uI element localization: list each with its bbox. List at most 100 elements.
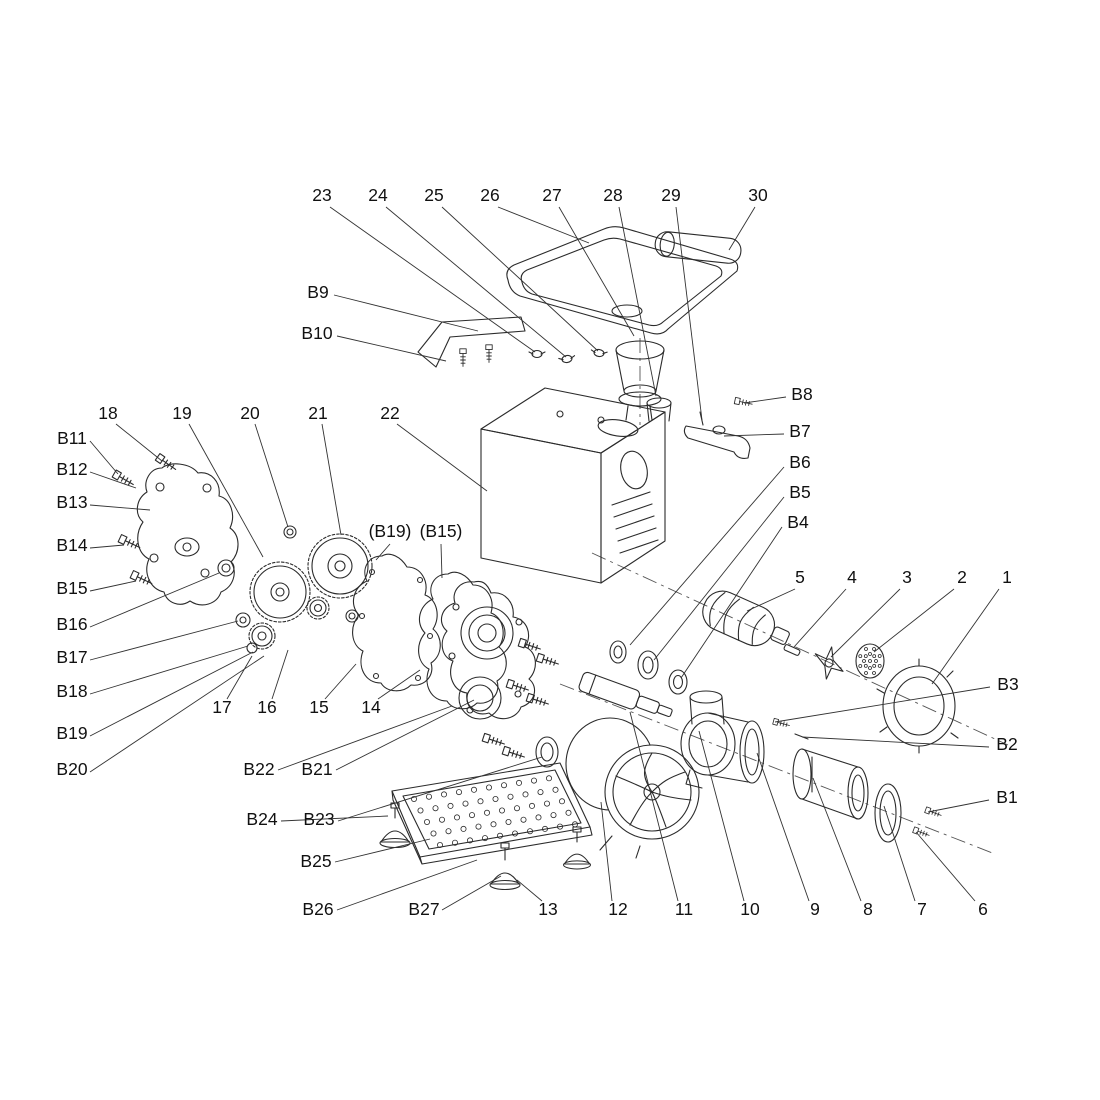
leader-line-B19 (89, 651, 254, 737)
food-pusher (654, 231, 742, 264)
part-label-19: 19 (172, 403, 191, 423)
leader-line-B22 (277, 705, 453, 771)
auger-worm (702, 590, 790, 647)
leader-line-22 (396, 423, 488, 492)
leader-line-10 (698, 730, 745, 902)
leader-line-12 (600, 801, 613, 902)
ring-nut (876, 658, 959, 754)
part-label-B25: B25 (300, 851, 331, 871)
part-label-B8: B8 (791, 384, 812, 404)
part-label-B21: B21 (301, 759, 332, 779)
part-label-27: 27 (542, 185, 561, 205)
part-label-B14: B14 (56, 535, 87, 555)
leader-line-B25 (334, 838, 431, 863)
part-label-B16: B16 (56, 614, 87, 634)
part-label-28: 28 (603, 185, 622, 205)
part-label-23: 23 (312, 185, 331, 205)
leader-line-4 (793, 588, 847, 648)
part-label-B23: B23 (303, 809, 334, 829)
leader-line-B1 (927, 799, 990, 813)
leader-line-28 (618, 206, 657, 397)
part-label-B6: B6 (789, 452, 810, 472)
feed-pan (506, 226, 739, 335)
part-label-B15: (B15) (420, 521, 463, 541)
part-label-24: 24 (368, 185, 388, 205)
part-label-B9: B9 (307, 282, 328, 302)
leader-line-B18 (89, 645, 249, 695)
part-label-6: 6 (978, 899, 988, 919)
part-label-21: 21 (308, 403, 327, 423)
part-label-10: 10 (740, 899, 760, 919)
leader-line-B15 (440, 543, 443, 579)
leader-line-B17 (89, 620, 239, 661)
leader-line-3 (830, 588, 901, 658)
leader-line-17 (226, 655, 253, 700)
foot-bolts (390, 802, 582, 861)
leader-line-B7 (723, 433, 785, 437)
leader-line-B14 (89, 544, 125, 549)
grinder-head (680, 690, 765, 789)
gear-train (217, 525, 373, 654)
part-label-B15: B15 (56, 578, 87, 598)
leader-line-B21 (335, 699, 475, 771)
cover-screw (111, 469, 136, 489)
suction-foot (489, 872, 521, 891)
plate-holes (858, 647, 882, 675)
leader-line-2 (873, 588, 955, 653)
locking-ring (874, 783, 902, 843)
part-label-3: 3 (902, 567, 912, 587)
pin-b2 (794, 733, 809, 740)
gasket-b19 (352, 553, 441, 692)
part-label-9: 9 (810, 899, 820, 919)
part-label-B4: B4 (787, 512, 809, 532)
feed-throat (646, 397, 672, 422)
part-label-B10: B10 (301, 323, 332, 343)
part-label-20: 20 (240, 403, 260, 423)
part-label-B26: B26 (302, 899, 333, 919)
leader-line-26 (497, 206, 590, 244)
part-label-15: 15 (309, 697, 328, 717)
part-label-B7: B7 (789, 421, 810, 441)
drip-tray (391, 762, 593, 865)
leader-line-B11 (89, 440, 119, 475)
leader-line-B13 (89, 504, 151, 511)
leader-line-29 (675, 206, 703, 421)
motor (565, 717, 700, 859)
bearing (535, 736, 559, 768)
leader-line-24 (385, 206, 567, 358)
part-label-B11: B11 (57, 428, 87, 448)
feed-funnel (615, 340, 665, 421)
part-label-14: 14 (361, 697, 381, 717)
part-label-17: 17 (212, 697, 231, 717)
part-label-B18: B18 (56, 681, 87, 701)
wing-nut (557, 353, 577, 365)
part-label-26: 26 (480, 185, 499, 205)
motor-housing (480, 387, 666, 584)
leader-line-B16 (89, 572, 220, 628)
shaft-washers (609, 640, 688, 695)
tray-perforations (410, 775, 579, 849)
part-label-8: 8 (863, 899, 873, 919)
leader-line-5 (746, 588, 796, 612)
part-label-25: 25 (424, 185, 443, 205)
part-label-B19: (B19) (369, 521, 412, 541)
leader-line-20 (254, 423, 289, 528)
leader-line-B27 (441, 875, 502, 911)
leader-lines (89, 206, 1000, 911)
leader-line-B5 (653, 496, 785, 661)
leader-line-21 (321, 423, 342, 536)
leader-line-1 (931, 588, 1000, 685)
drive-shaft (578, 671, 673, 718)
part-label-B19: B19 (56, 723, 87, 743)
cover-screw (154, 453, 179, 474)
leader-line-14 (377, 669, 421, 700)
part-label-11: 11 (675, 899, 693, 919)
part-label-B17: B17 (56, 647, 87, 667)
leader-line-13 (516, 879, 543, 902)
gasket-b15 (418, 571, 507, 710)
screw-6 (912, 826, 931, 839)
part-label-22: 22 (380, 403, 399, 423)
